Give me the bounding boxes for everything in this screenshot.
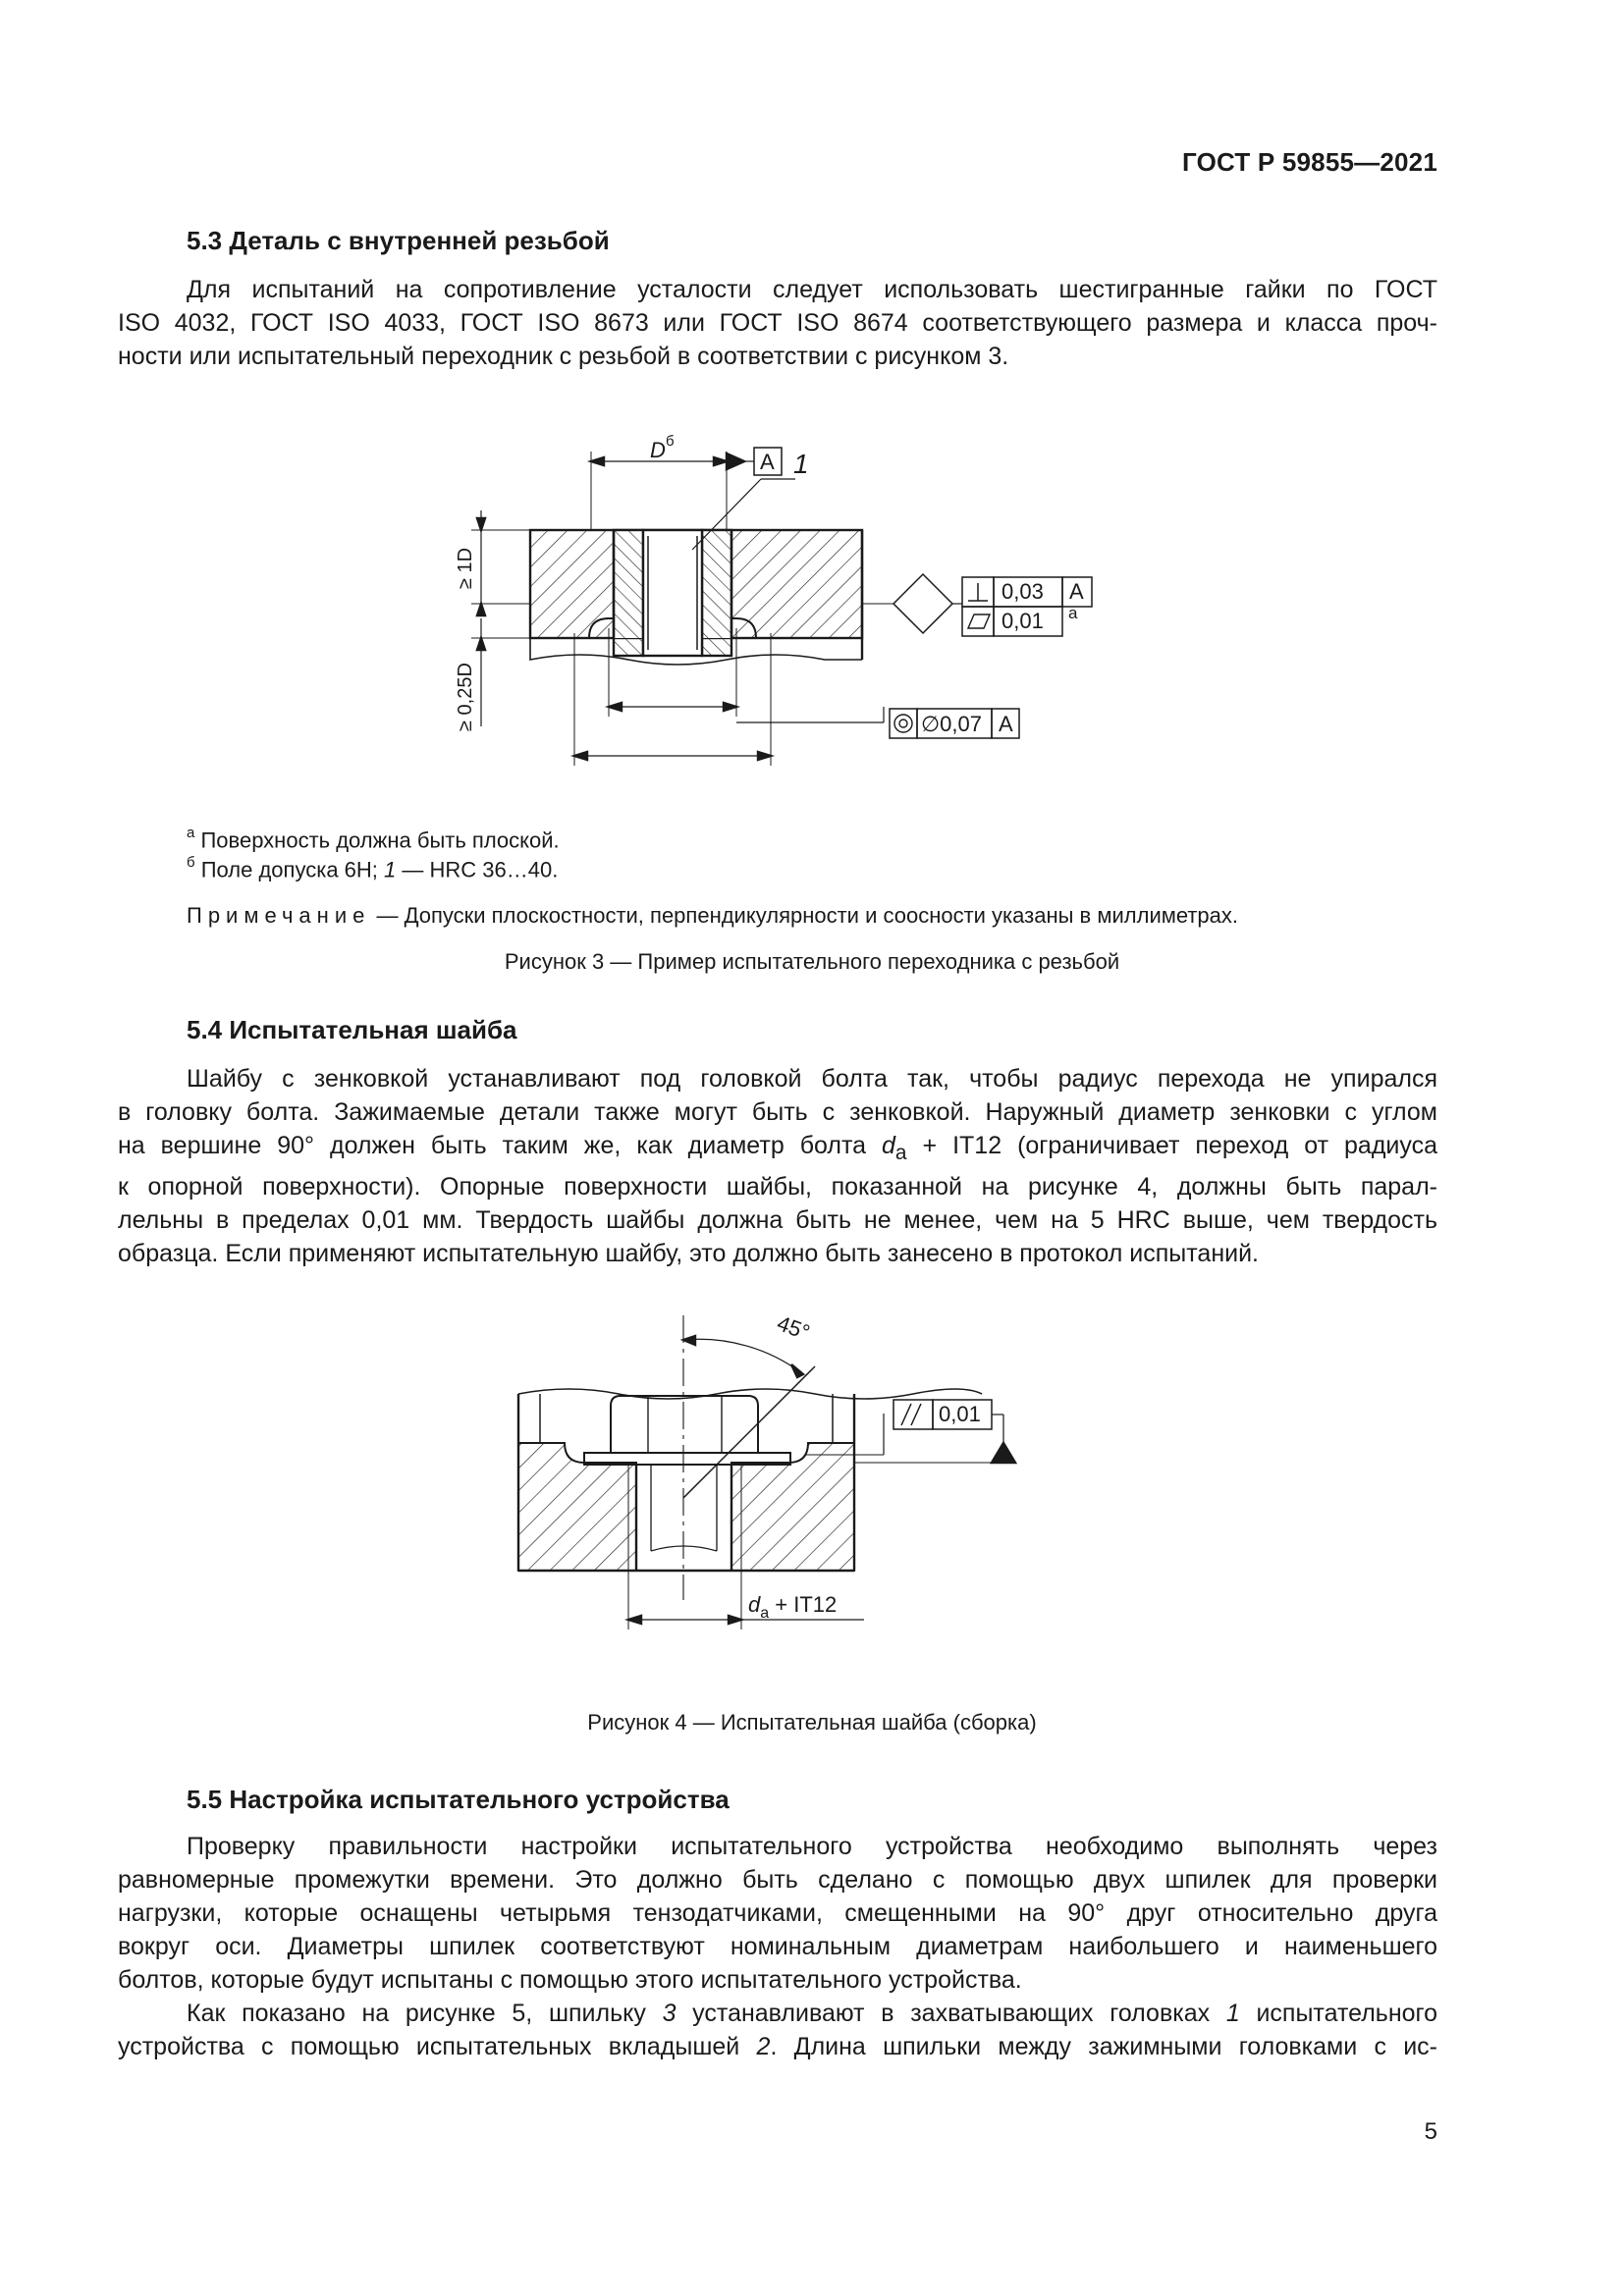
text-line: равномерные промежутки времени. Это долж…: [118, 1866, 1437, 1894]
dim-sub: a: [760, 1605, 769, 1622]
figure-3-drawing: D б A 1 ≥ 1D ≥ 0,25D 0,03 A 0,01 a ∅0,07…: [455, 433, 1093, 766]
figure-4-caption: Рисунок 4 — Испытательная шайба (сборка): [587, 1710, 1037, 1735]
dim-1D-label: ≥ 1D: [455, 548, 476, 589]
section-heading-5-5: 5.5 Настройка испытательного устройства: [187, 1785, 730, 1814]
text-fragment: испытательного: [1239, 2000, 1437, 2027]
paragraph-5-5: Проверку правильности настройки испытате…: [118, 1830, 1437, 2063]
parallel-value: 0,01: [939, 1402, 981, 1426]
text-line: Для испытаний на сопротивление усталости…: [187, 276, 1437, 303]
conc-datum: A: [999, 712, 1013, 736]
angle-label: 45°: [774, 1310, 813, 1345]
text-line: лельны в пределах 0,01 мм. Твердость шай…: [118, 1206, 1437, 1234]
text-fragment: устройства с помощью испытательных вклад…: [118, 2033, 757, 2060]
text-line: нагрузки, которые оснащены четырьмя тенз…: [118, 1899, 1437, 1927]
text-line: Проверку правильности настройки испытате…: [187, 1833, 1437, 1860]
text-line: Как показано на рисунке 5, шпильку 3 уст…: [118, 1997, 1437, 2030]
footnote-text: Поле допуска 6H;: [200, 857, 385, 882]
page-number: 5: [1424, 2118, 1437, 2145]
conc-value: ∅0,07: [921, 712, 982, 736]
text-line: устройства с помощью испытательных вклад…: [118, 2030, 1437, 2063]
text-line: вокруг оси. Диаметры шпилек соответствую…: [118, 1933, 1437, 1960]
footnote-mark: а: [187, 825, 195, 841]
perp-datum: A: [1069, 579, 1084, 604]
dim-rest: + IT12: [769, 1592, 837, 1617]
text-line: болтов, которые будут испытаны с помощью…: [118, 1966, 1022, 1994]
label-D: D: [650, 438, 666, 462]
ref-num: 3: [662, 2000, 677, 2027]
figure-4-drawing: 45° 0,01 da + IT12: [516, 1310, 1018, 1629]
section-heading-5-4: 5.4 Испытательная шайба: [187, 1015, 517, 1044]
datum-A-label: A: [760, 450, 775, 474]
document-code: ГОСТ Р 59855—2021: [1182, 147, 1437, 177]
section-heading-5-3: 5.3 Деталь с внутренней резьбой: [187, 226, 610, 255]
dim-025D-label: ≥ 0,25D: [455, 663, 476, 731]
footnote-text: — HRC 36…40.: [396, 857, 559, 882]
figure-note: Примечание — Допуски плоскостности, перп…: [187, 903, 1238, 929]
figure-3-caption: Рисунок 3 — Пример испытательного перехо…: [504, 949, 1120, 974]
ref-num: 2: [756, 2033, 771, 2060]
text-fragment: + IT12 (ограничивает переход от радиуса: [906, 1132, 1437, 1159]
text-line: к опорной поверхности). Опорные поверхно…: [118, 1173, 1437, 1201]
footnote-text: Поверхность должна быть плоской.: [200, 828, 560, 853]
paragraph-5-4: Шайбу с зенковкой устанавливают под голо…: [118, 1062, 1437, 1270]
var-sub: a: [894, 1142, 907, 1164]
footnote-mark: б: [187, 854, 195, 871]
note-label: Примечание: [187, 903, 371, 928]
paragraph-5-3: Для испытаний на сопротивление усталости…: [118, 273, 1437, 373]
dim-var: d: [748, 1592, 761, 1617]
text-line-formula: на вершине 90° должен быть таким же, как…: [118, 1129, 1437, 1170]
note-text: — Допуски плоскостности, перпендикулярно…: [370, 903, 1239, 928]
text-fragment: устанавливают в захватывающих головках: [676, 2000, 1226, 2027]
var-d: d: [882, 1132, 895, 1159]
dim-da-label: da + IT12: [748, 1592, 837, 1622]
perp-value: 0,03: [1001, 579, 1044, 604]
text-line: Шайбу с зенковкой устанавливают под голо…: [187, 1065, 1437, 1093]
text-line: образца. Если применяют испытательную ша…: [118, 1240, 1259, 1267]
ref-num: 1: [1225, 2000, 1240, 2027]
text-fragment: Как показано на рисунке 5, шпильку: [187, 2000, 663, 2027]
text-fragment: . Длина шпильки между зажимными головкам…: [770, 2033, 1438, 2060]
text-line: в головку болта. Зажимаемые детали также…: [118, 1098, 1437, 1126]
text-line: ISO 4032, ГОСТ ISO 4033, ГОСТ ISO 8673 и…: [118, 309, 1437, 337]
callout-1: 1: [793, 449, 809, 479]
footnote-b: б Поле допуска 6H; 1 — HRC 36…40.: [187, 854, 559, 882]
text-line: ности или испытательный переходник с рез…: [118, 343, 1009, 370]
text-fragment: на вершине 90° должен быть таким же, как…: [118, 1132, 883, 1159]
flat-note: a: [1068, 604, 1078, 622]
footnote-a: а Поверхность должна быть плоской.: [187, 825, 560, 853]
label-D-sup: б: [666, 433, 675, 450]
footnote-num: 1: [384, 857, 397, 882]
flat-value: 0,01: [1001, 609, 1044, 633]
